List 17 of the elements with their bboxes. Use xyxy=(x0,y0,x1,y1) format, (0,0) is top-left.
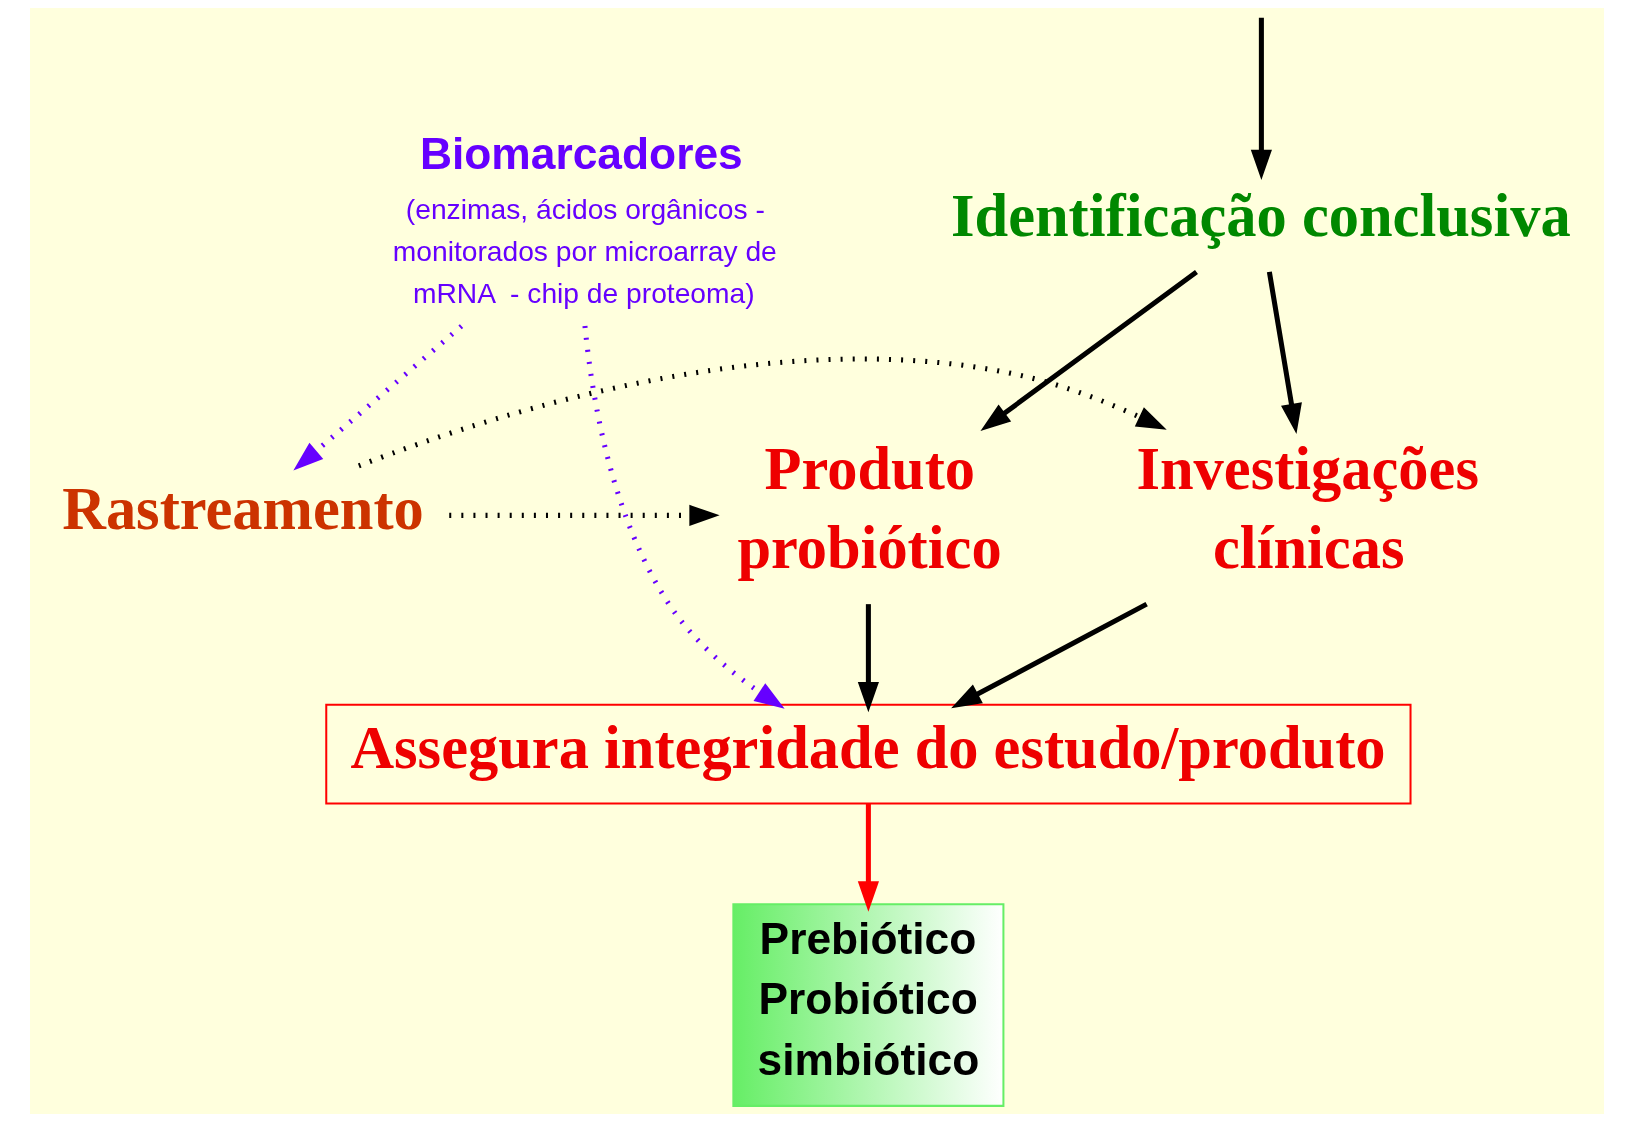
arrow xyxy=(1250,17,1272,181)
arrow xyxy=(357,356,1167,469)
node-box: Prebiótico Probiótico simbiótico xyxy=(731,903,1004,1107)
arrow xyxy=(950,601,1148,709)
arrow xyxy=(581,325,785,709)
arrow xyxy=(979,269,1198,431)
arrow xyxy=(1266,271,1302,434)
node-box: Assegura integridade do estudo/produto xyxy=(324,703,1412,805)
arrow xyxy=(857,604,879,713)
node-text: Identificação conclusiva xyxy=(950,182,1571,250)
node-text: Biomarcadores (enzimas, ácidos orgânicos - monitorados por microarray de mRNA - chip de proteoma) xyxy=(392,128,777,310)
node-text: Investigações clínicas xyxy=(1135,435,1479,581)
arrow xyxy=(857,803,879,912)
node-text: Rastreamento xyxy=(61,475,424,543)
node-text: Produto probiótico xyxy=(736,435,1002,581)
arrow xyxy=(448,504,720,526)
arrow xyxy=(292,324,463,471)
